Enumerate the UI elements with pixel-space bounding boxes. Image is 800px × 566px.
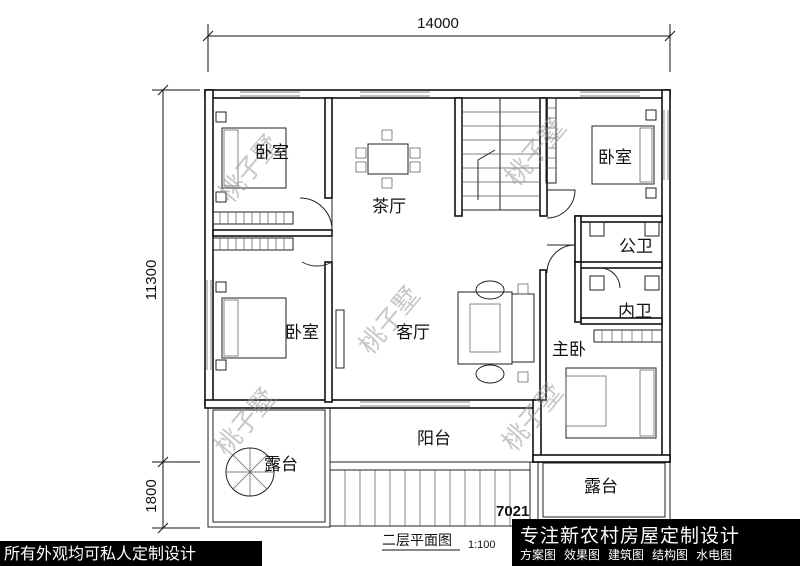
drawing-title: 二层平面图: [382, 533, 452, 549]
service-item: 建筑图: [608, 548, 645, 562]
bed-master: [565, 367, 657, 439]
service-item: 结构图: [652, 548, 689, 562]
label-tea-hall: 茶厅: [372, 197, 406, 217]
bed-top-left: [215, 111, 287, 203]
closets: [212, 97, 663, 343]
label-bedroom-top-left: 卧室: [255, 143, 289, 163]
room-labels: 卧室 卧室 卧室 茶厅 客厅 公卫 内卫 主卧 阳台 露台 露台: [255, 143, 653, 497]
bathroom-fixtures: [589, 221, 660, 291]
ad-services: 方案图 效果图 建筑图 结构图 水电图: [520, 546, 732, 563]
label-master-bedroom: 主卧: [552, 340, 586, 360]
umbrella: [225, 447, 275, 497]
tea-table-set: [355, 129, 421, 189]
left-lower-dimension-text: 1800: [143, 479, 160, 512]
staircase: [461, 97, 541, 211]
interior-walls: [212, 97, 663, 403]
label-public-bath: 公卫: [619, 237, 653, 257]
label-terrace-right: 露台: [584, 477, 618, 497]
top-dimension-text: 14000: [417, 15, 459, 32]
label-bedroom-top-right: 卧室: [598, 148, 632, 168]
service-item: 效果图: [564, 548, 601, 562]
customization-banner: 所有外观均可私人定制设计: [0, 541, 262, 566]
service-ad-box: 专注新农村房屋定制设计 方案图 效果图 建筑图 结构图 水电图: [512, 519, 800, 566]
label-terrace-left: 露台: [264, 455, 298, 475]
top-dimension: 14000: [202, 15, 676, 72]
outer-walls: [204, 89, 671, 463]
tv-cabinet: [335, 309, 345, 369]
label-living-room: 客厅: [396, 323, 430, 343]
doors: [299, 189, 621, 289]
watermark-2: 桃子墅: [353, 281, 426, 360]
bed-mid-left: [215, 281, 287, 371]
lower-stair: [329, 461, 531, 527]
left-dimension: 11300 1800: [143, 84, 200, 534]
label-balcony: 阳台: [417, 429, 451, 449]
watermark-4: 桃子墅: [210, 383, 283, 462]
drawing-scale: 1:100: [468, 539, 496, 551]
ad-title: 专注新农村房屋定制设计: [520, 525, 741, 547]
sofa-set: [457, 280, 535, 384]
service-item: 水电图: [696, 548, 733, 562]
plan-code: 7021: [496, 503, 529, 520]
service-item: 方案图: [520, 548, 557, 562]
label-ensuite-bath: 内卫: [618, 302, 652, 322]
label-bedroom-mid-left: 卧室: [285, 323, 319, 343]
bed-top-right: [591, 109, 657, 199]
watermark-3: 桃子墅: [500, 113, 573, 192]
left-dimension-text: 11300: [143, 260, 160, 301]
windows: [206, 91, 669, 407]
